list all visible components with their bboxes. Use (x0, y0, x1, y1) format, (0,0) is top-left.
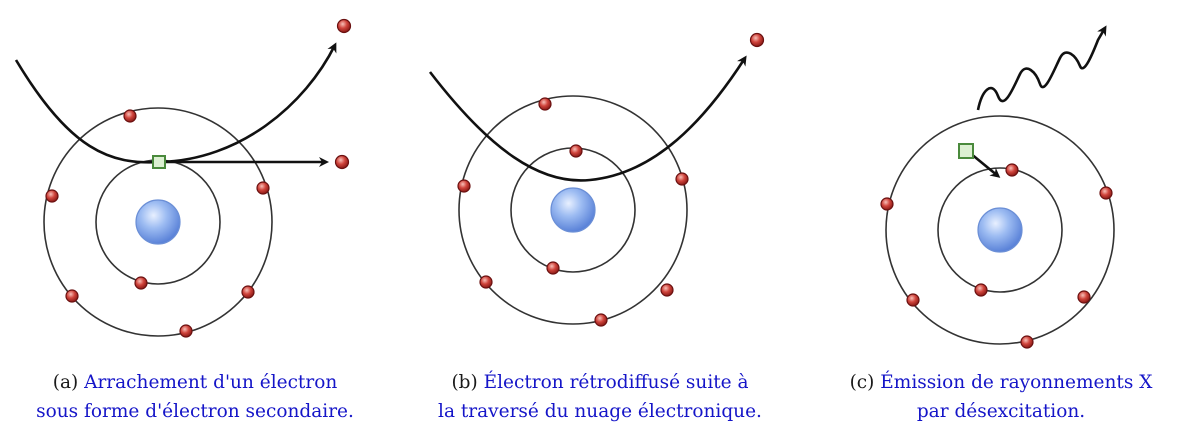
electron (65, 289, 79, 303)
electron (1099, 186, 1113, 200)
caption-b: (b) Électron rétrodiffusé suite à la tra… (400, 368, 800, 426)
electron (45, 189, 59, 203)
caption-line2: par désexcitation. (916, 401, 1086, 422)
backscattered-electron-path (428, 55, 747, 182)
electron (880, 197, 894, 211)
electron (1005, 163, 1019, 177)
electron (179, 324, 193, 338)
nucleus (977, 207, 1023, 253)
electron (594, 313, 608, 327)
electron (675, 172, 689, 186)
electron (538, 97, 552, 111)
electron (974, 283, 988, 297)
atom-diagram-b (428, 32, 765, 327)
electron (123, 109, 137, 123)
panel-c: (c) Émission de rayonnements X par désex… (800, 0, 1202, 439)
ejected-electron (334, 154, 350, 170)
caption-a: (a) Arrachement d'un électron sous forme… (0, 368, 390, 426)
electron (256, 181, 270, 195)
caption-line2: sous forme d'électron secondaire. (36, 401, 354, 422)
electron (479, 275, 493, 289)
electron (906, 293, 920, 307)
vacancy-square (152, 155, 166, 169)
xray-wavy-path (976, 25, 1107, 111)
scattered-electron (336, 18, 352, 34)
atom-diagram-a (14, 18, 352, 338)
caption-line1: Arrachement d'un électron (84, 372, 338, 393)
electron (241, 285, 255, 299)
electron (1020, 335, 1034, 349)
outer-orbit (885, 115, 1115, 345)
outer-orbit (43, 107, 273, 337)
caption-line2: la traversé du nuage électronique. (438, 401, 762, 422)
nucleus (550, 187, 596, 233)
electron (1077, 290, 1091, 304)
panel-b: (b) Électron rétrodiffusé suite à la tra… (400, 0, 800, 439)
electron (660, 283, 674, 297)
outer-orbit (458, 95, 688, 325)
vacancy-square (958, 143, 974, 159)
electron (457, 179, 471, 193)
incident-electron-path (14, 42, 337, 164)
backscattered-electron (749, 32, 765, 48)
electron (134, 276, 148, 290)
transition-arrow (969, 151, 1001, 178)
caption-line1: Électron rétrodiffusé suite à (483, 372, 749, 393)
caption-c: (c) Émission de rayonnements X par désex… (800, 368, 1202, 426)
caption-line1: Émission de rayonnements X (880, 372, 1153, 393)
caption-label: (c) (849, 372, 875, 393)
electron (546, 261, 560, 275)
electron (569, 144, 583, 158)
atom-diagram-c (880, 25, 1115, 349)
caption-label: (b) (451, 372, 478, 393)
nucleus (135, 199, 181, 245)
panel-a: (a) Arrachement d'un électron sous forme… (0, 0, 390, 439)
caption-label: (a) (52, 372, 79, 393)
